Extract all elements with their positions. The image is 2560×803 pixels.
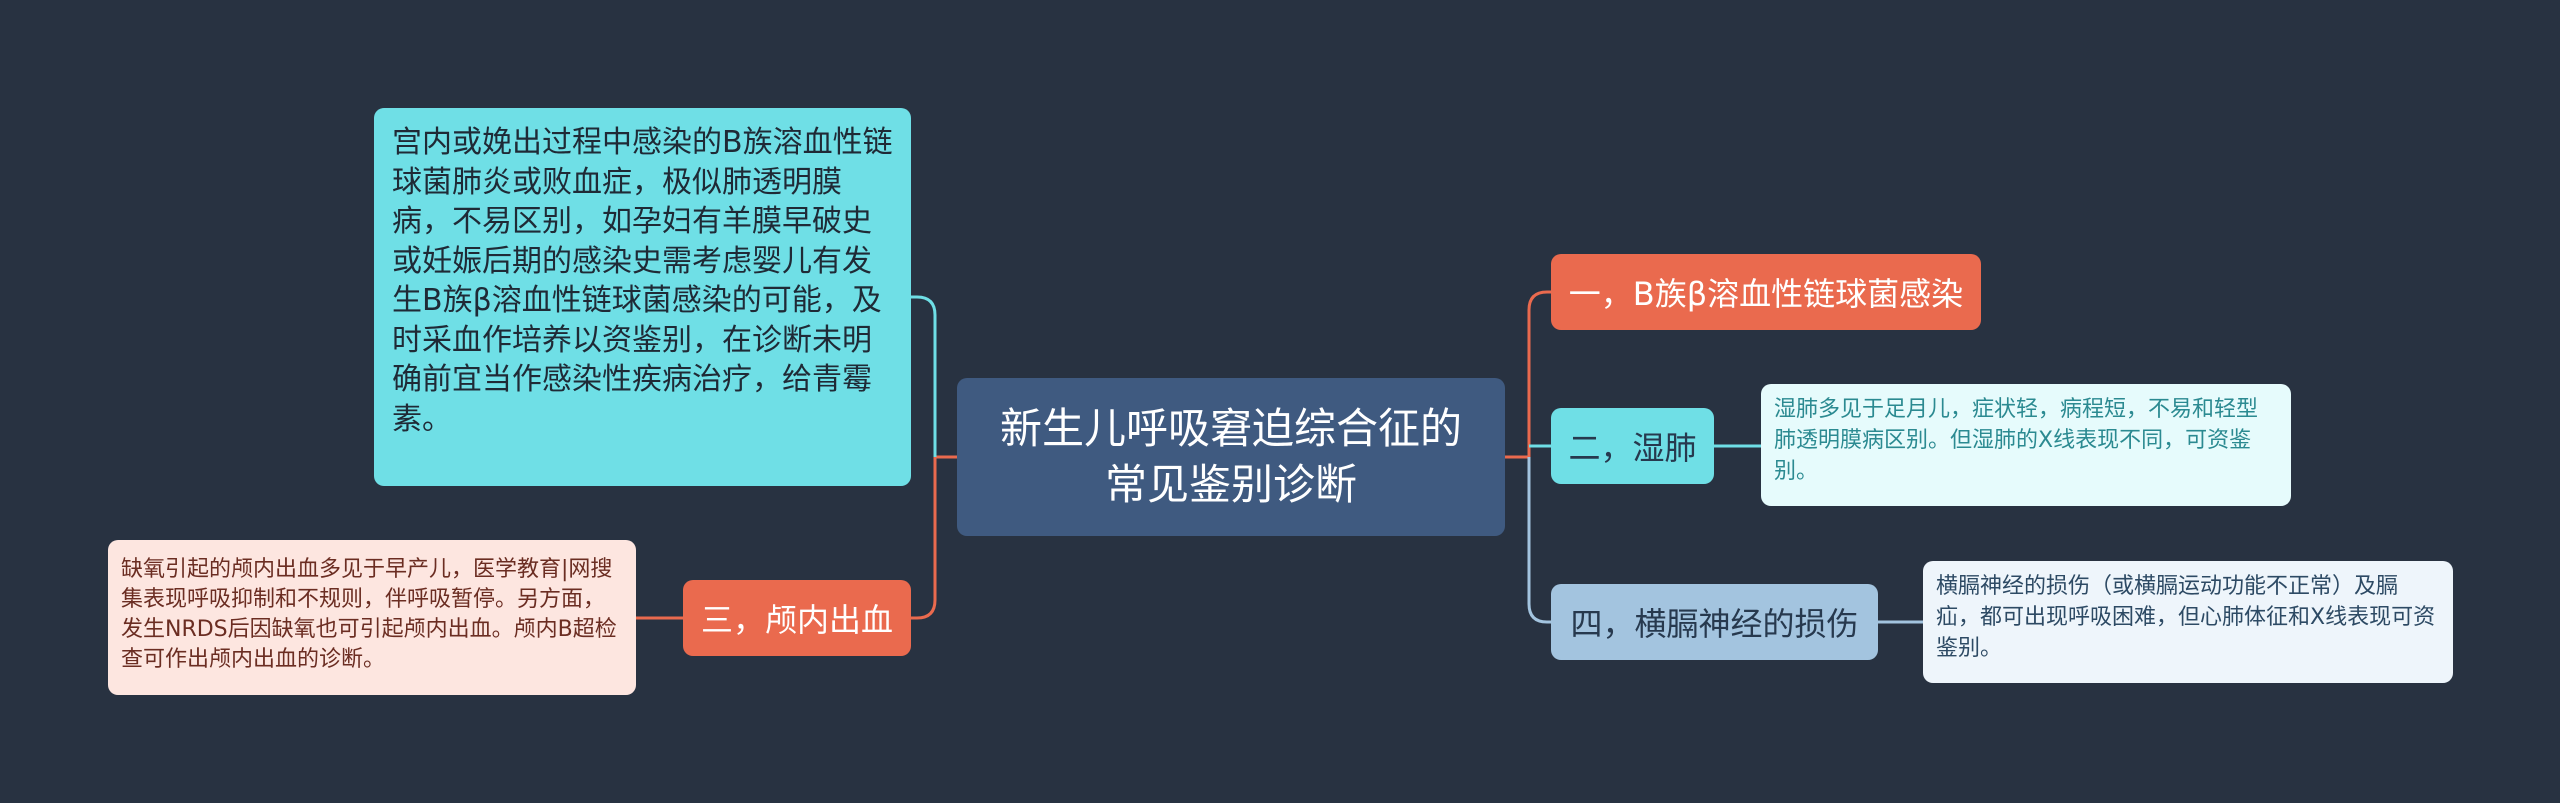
connector-left-to-b3: [911, 457, 937, 620]
detail-branch-3-text: 缺氧引起的颅内出血多见于早产儿，医学教育|网搜集表现呼吸抑制和不规则，伴呼吸暂停…: [121, 557, 617, 672]
detail-branch-4[interactable]: 横膈神经的损伤（或横膈运动功能不正常）及膈疝，都可出现呼吸困难，但心肺体征和X线…: [1923, 561, 2453, 683]
connector-left-to-b1detail: [911, 295, 937, 457]
branch-1-topic[interactable]: 一，B族β溶血性链球菌感染: [1551, 254, 1981, 330]
root-topic-label: 新生儿呼吸窘迫综合征的常见鉴别诊断: [999, 404, 1462, 509]
detail-branch-4-text: 横膈神经的损伤（或横膈运动功能不正常）及膈疝，都可出现呼吸困难，但心肺体征和X线…: [1936, 574, 2436, 661]
detail-branch-1[interactable]: 宫内或娩出过程中感染的B族溶血性链球菌肺炎或败血症，极似肺透明膜病，不易区别，如…: [374, 108, 911, 486]
root-topic[interactable]: 新生儿呼吸窘迫综合征的常见鉴别诊断: [957, 378, 1505, 536]
branch-2-label: 二，湿肺: [1568, 429, 1697, 467]
connector-right-to-b4: [1527, 457, 1551, 624]
detail-branch-2-text: 湿肺多见于足月儿，症状轻，病程短，不易和轻型肺透明膜病区别。但湿肺的X线表现不同…: [1774, 397, 2259, 484]
branch-2-topic[interactable]: 二，湿肺: [1551, 408, 1714, 484]
detail-branch-1-text: 宫内或娩出过程中感染的B族溶血性链球菌肺炎或败血症，极似肺透明膜病，不易区别，如…: [392, 125, 893, 437]
branch-4-label: 四，横膈神经的损伤: [1570, 605, 1859, 643]
connector-right-to-b1: [1527, 290, 1551, 457]
detail-branch-3[interactable]: 缺氧引起的颅内出血多见于早产儿，医学教育|网搜集表现呼吸抑制和不规则，伴呼吸暂停…: [108, 540, 636, 695]
branch-1-label: 一，B族β溶血性链球菌感染: [1568, 275, 1964, 313]
branch-3-topic[interactable]: 三，颅内出血: [683, 580, 911, 656]
branch-4-topic[interactable]: 四，横膈神经的损伤: [1551, 584, 1878, 660]
branch-3-label: 三，颅内出血: [700, 601, 893, 639]
detail-branch-2[interactable]: 湿肺多见于足月儿，症状轻，病程短，不易和轻型肺透明膜病区别。但湿肺的X线表现不同…: [1761, 384, 2291, 506]
